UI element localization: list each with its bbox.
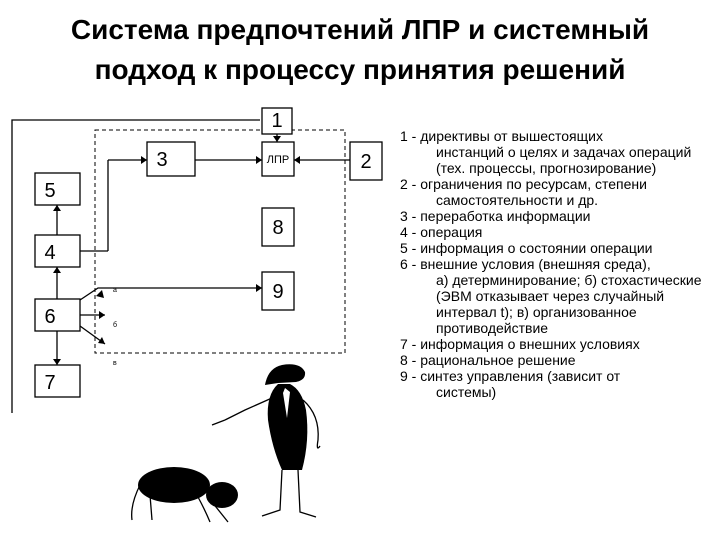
legend-item-9-text: 9 - синтез управления (зависит от bbox=[400, 368, 620, 384]
legend-item-3-text: 3 - переработка информации bbox=[400, 208, 590, 224]
legend-item-7-text: 7 - информация о внешних условиях bbox=[400, 336, 640, 352]
legend-item-6: 6 - внешние условия (внешняя среда),а) д… bbox=[400, 256, 718, 336]
legend-item-6-cont: а) детерминирование; б) стохастические (… bbox=[400, 272, 718, 336]
legend-item-6-text: 6 - внешние условия (внешняя среда), bbox=[400, 256, 651, 272]
legend-item-3: 3 - переработка информации bbox=[400, 208, 718, 224]
legend-item-5: 5 - информация о состоянии операции bbox=[400, 240, 718, 256]
legend-item-8-text: 8 - рациональное решение bbox=[400, 352, 576, 368]
legend-item-2-text: 2 - ограничения по ресурсам, степени bbox=[400, 176, 647, 192]
legend-item-5-text: 5 - информация о состоянии операции bbox=[400, 240, 652, 256]
legend-item-4-text: 4 - операция bbox=[400, 224, 482, 240]
legend-item-9-cont: системы) bbox=[400, 384, 718, 400]
legend-item-8: 8 - рациональное решение bbox=[400, 352, 718, 368]
crawling-figure-icon bbox=[132, 467, 238, 522]
legend-item-1-text: 1 - директивы от вышестоящих bbox=[400, 128, 603, 144]
legend-item-4: 4 - операция bbox=[400, 224, 718, 240]
legend-item-7: 7 - информация о внешних условиях bbox=[400, 336, 718, 352]
legend-item-2-cont: самостоятельности и др. bbox=[400, 192, 718, 208]
legend-item-1-cont: инстанций о целях и задачах операций (те… bbox=[400, 144, 718, 176]
